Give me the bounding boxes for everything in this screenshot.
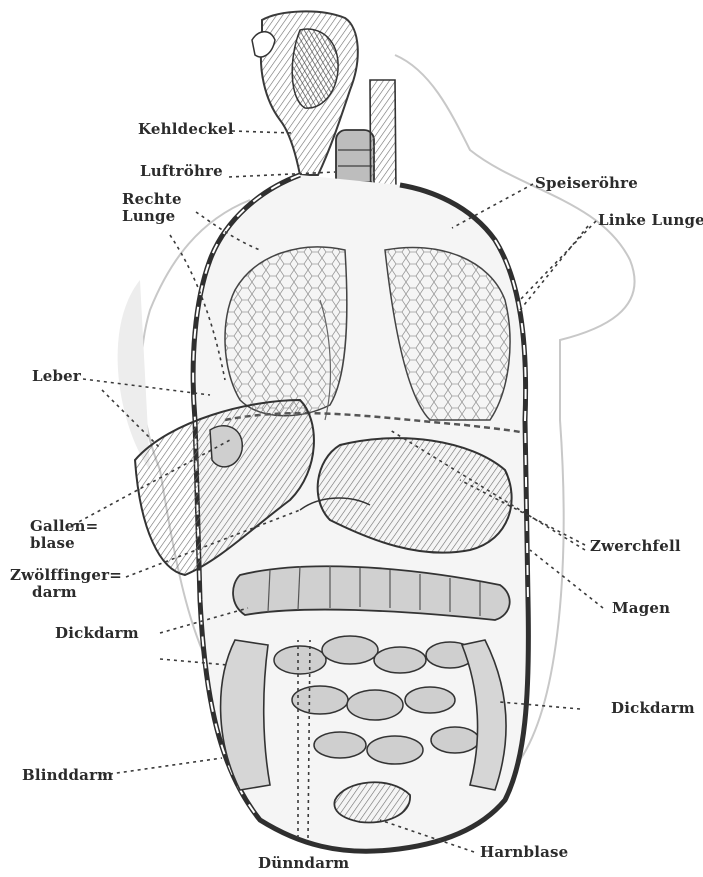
label-linke-lunge: Linke Lunge	[598, 212, 703, 229]
label-magen: Magen	[612, 600, 670, 617]
label-harnblase: Harnblase	[480, 844, 568, 861]
label-zwoelffingerdarm-line1: Zwölffinger=	[10, 567, 122, 584]
label-rechte-lunge-line1: Rechte	[122, 191, 182, 208]
label-zwoelffingerdarm: Zwölffinger= darm	[10, 567, 122, 601]
label-kehldeckel: Kehldeckel	[138, 121, 234, 138]
label-rechte-lunge-line2: Lunge	[122, 208, 182, 225]
label-dickdarm-right: Dickdarm	[611, 700, 695, 717]
label-gallenblase-line2: blase	[30, 535, 98, 552]
label-leber: Leber	[32, 368, 81, 385]
label-zwoelffingerdarm-line2: darm	[10, 584, 122, 601]
label-dickdarm-left: Dickdarm	[55, 625, 139, 642]
label-blinddarm: Blinddarm	[22, 767, 113, 784]
label-duenndarm: Dünndarm	[258, 855, 349, 872]
label-zwerchfell: Zwerchfell	[590, 538, 681, 555]
label-gallenblase: Gallen= blase	[30, 518, 98, 552]
label-luftroehre: Luftröhre	[140, 163, 223, 180]
label-speiseroehre: Speiseröhre	[535, 175, 638, 192]
label-rechte-lunge: Rechte Lunge	[122, 191, 182, 225]
label-gallenblase-line1: Gallen=	[30, 518, 98, 535]
